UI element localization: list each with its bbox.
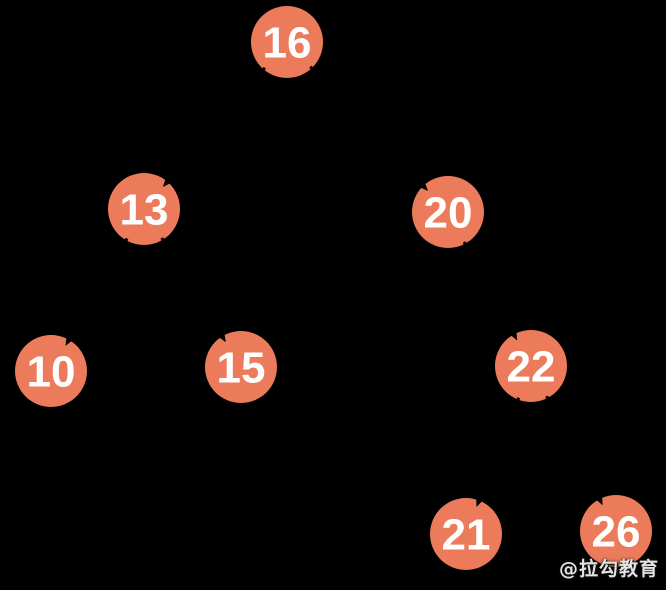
tree-edge-20-22 [462,241,513,331]
tree-edge-16-13 [169,66,267,179]
tree-node-16 [251,6,323,78]
tree-edge-arrowhead-13-15 [215,329,226,343]
tree-edge-arrowhead-22-21 [476,493,486,507]
tree-node-label-16: 16 [263,19,312,68]
tree-edge-arrowhead-22-26 [592,492,603,506]
tree-edge-13-10 [70,237,129,337]
tree-edge-arrowhead-16-20 [416,178,429,191]
tree-node-20 [412,176,484,248]
tree-node-10 [15,335,87,407]
tree-node-22 [495,330,567,402]
tree-node-label-10: 10 [27,348,76,397]
tree-node-26 [580,495,652,567]
tree-edge-16-20 [309,65,421,184]
tree-edge-arrowhead-20-22 [507,327,518,341]
watermark: @拉勾教育 [558,558,659,580]
tree-edge-22-21 [479,397,521,497]
tree-node-label-20: 20 [424,189,473,238]
tree-edge-22-26 [545,395,599,496]
tree-edge-arrowhead-13-10 [65,332,76,346]
tree-node-label-15: 15 [217,344,266,393]
tree-edge-13-15 [160,237,221,333]
tree-edge-arrowhead-16-13 [162,174,175,187]
tree-node-label-22: 22 [507,343,556,392]
tree-node-15 [205,331,277,403]
tree-node-13 [108,173,180,245]
tree-node-label-26: 26 [592,508,641,557]
tree-node-label-13: 13 [120,186,169,235]
tree-node-label-21: 21 [442,511,491,560]
tree-node-21 [430,498,502,570]
